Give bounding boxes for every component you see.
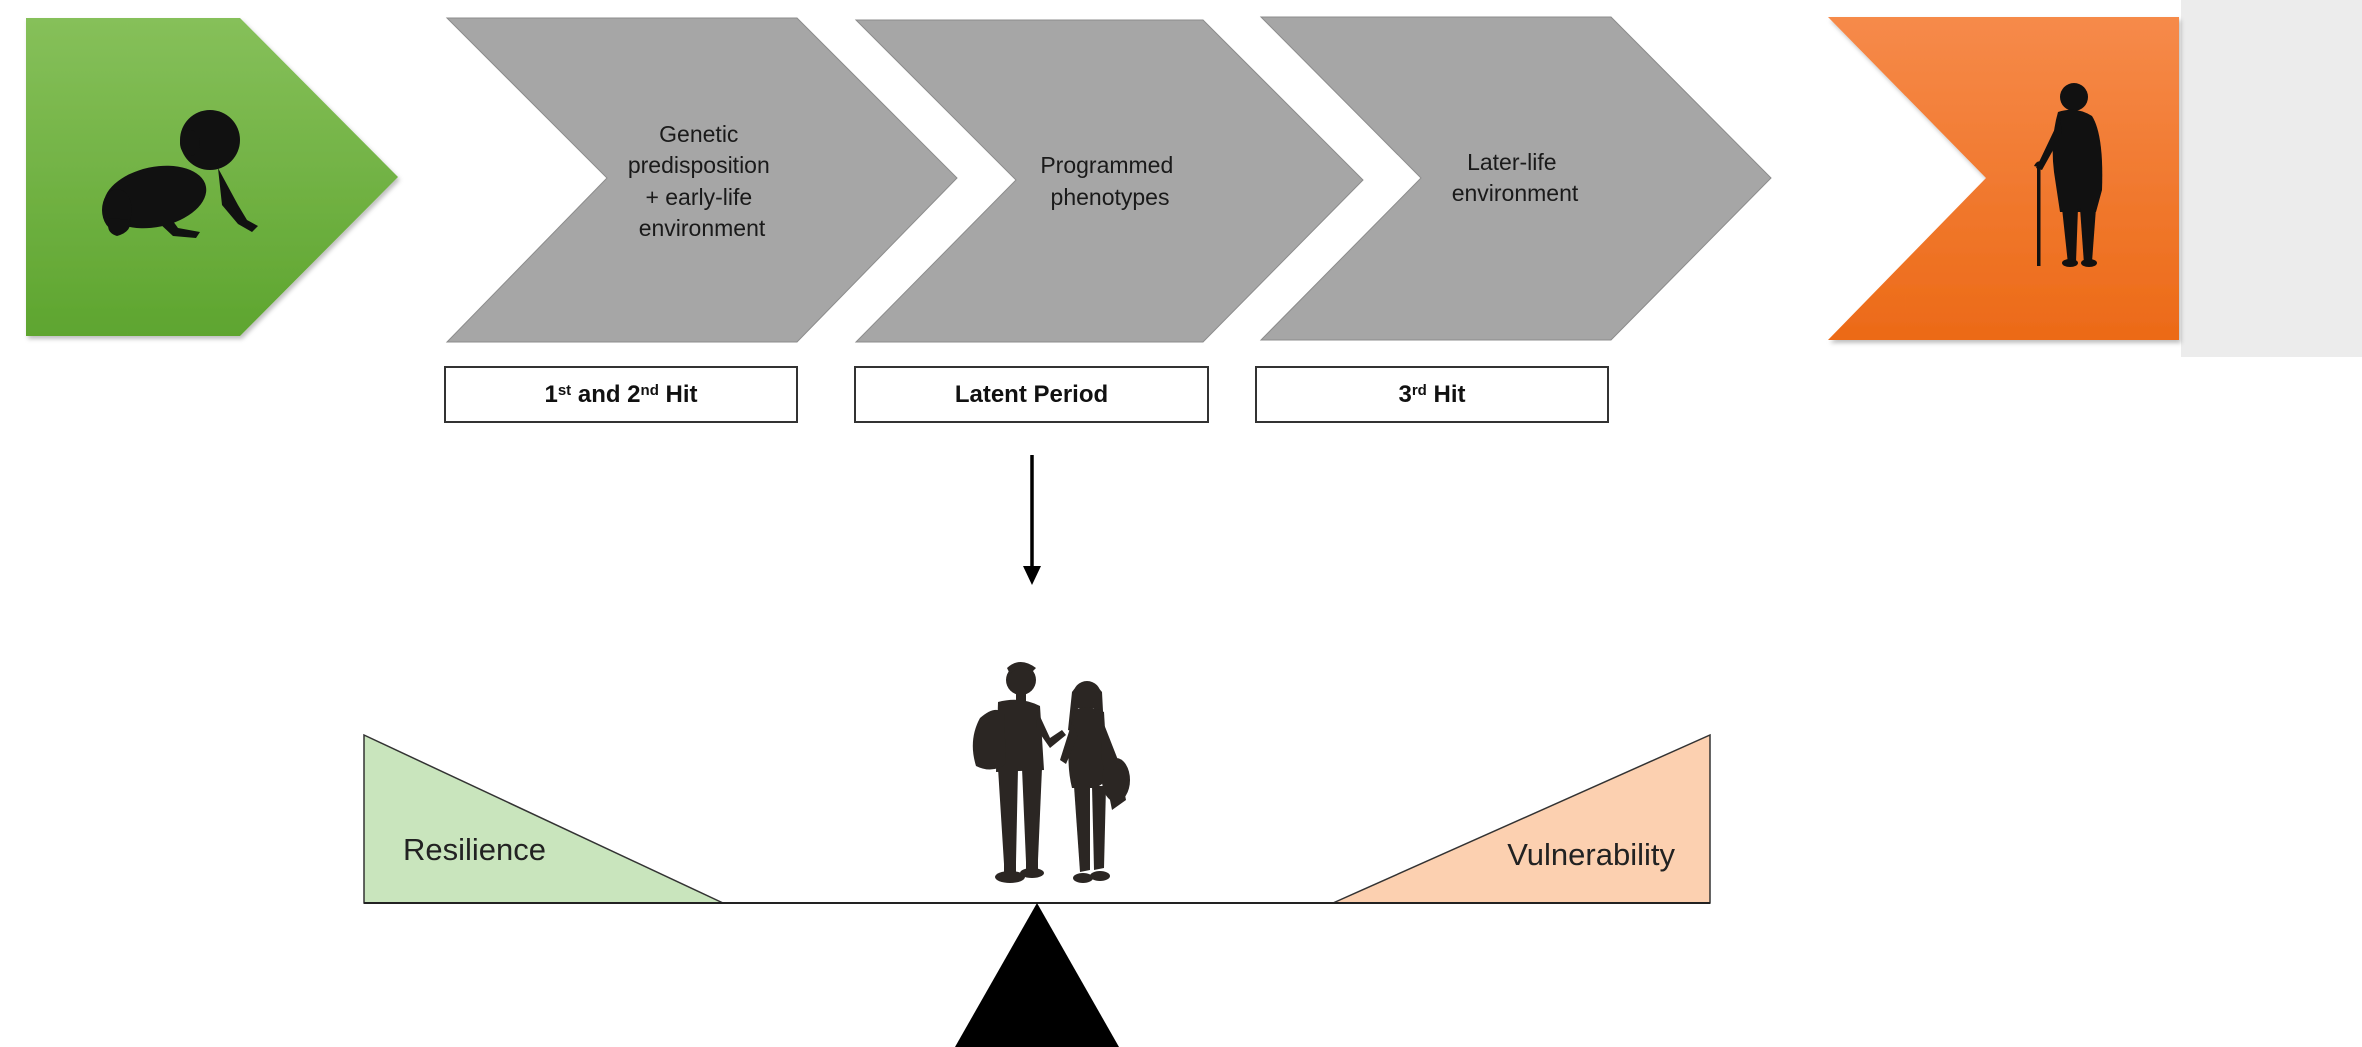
chevron-stage-3 xyxy=(1259,16,1772,341)
stage-1-line-2: predisposition xyxy=(628,152,770,178)
balance-scale: Resilience Vulnerability xyxy=(363,733,1711,1047)
stage-3-text: Later-life environment xyxy=(1452,149,1579,206)
latent-period-text: Latent Period xyxy=(954,380,1109,408)
down-arrow xyxy=(1023,455,1041,585)
resilience-wedge xyxy=(363,733,724,904)
stage-2-text: Programmed phenotypes xyxy=(1040,152,1179,210)
hit-1-number: 1 xyxy=(544,380,558,408)
hit-3-number: 3 xyxy=(1398,380,1412,408)
fulcrum xyxy=(955,903,1119,1047)
stage-1-line-4: environment xyxy=(639,215,766,241)
resilience-label: Resilience xyxy=(403,832,546,867)
side-panel xyxy=(2181,0,2362,357)
end-arrow xyxy=(1828,17,2179,340)
hit-1-tail: Hit xyxy=(658,380,698,408)
stage-1-line-1: Genetic xyxy=(659,121,738,147)
start-arrow xyxy=(26,18,398,336)
hit-label-2: Latent Period xyxy=(854,366,1209,423)
stage-3-line-2: environment xyxy=(1452,180,1579,206)
stage-1-line-3: + early-life xyxy=(645,184,752,210)
stage-2-line-2: phenotypes xyxy=(1051,184,1170,210)
elderly-person-with-cane-icon xyxy=(2034,83,2103,267)
vulnerability-label: Vulnerability xyxy=(1507,837,1675,872)
chevron-stage-2 xyxy=(854,19,1364,343)
hit-1-mid: and 2 xyxy=(571,380,641,408)
stage-2-line-1: Programmed xyxy=(1040,152,1173,178)
vulnerability-wedge xyxy=(1332,733,1711,904)
stage-1-text: Genetic predisposition + early-life envi… xyxy=(628,121,776,241)
hit-3-tail: Hit xyxy=(1426,380,1466,408)
crawling-baby-icon xyxy=(102,110,258,238)
stage-3-line-1: Later-life xyxy=(1467,149,1556,175)
adolescent-couple-icon xyxy=(972,662,1130,883)
chevron-stage-1 xyxy=(445,17,958,343)
